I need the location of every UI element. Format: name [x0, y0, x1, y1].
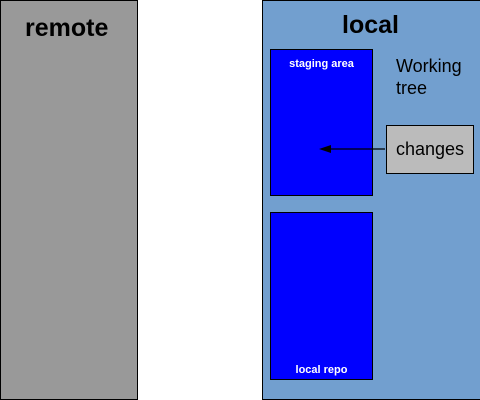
local-title: local — [342, 11, 399, 39]
changes-box: changes — [386, 125, 474, 174]
local-repo-label: local repo — [295, 364, 348, 376]
staging-area-box: staging area — [270, 49, 373, 196]
local-repo-box: local repo — [270, 212, 373, 380]
changes-label: changes — [395, 139, 465, 159]
remote-title: remote — [25, 14, 109, 42]
remote-panel: remote — [0, 0, 138, 400]
working-tree-label: Working tree — [396, 56, 462, 98]
local-panel: local staging area local repo Working tr… — [262, 0, 480, 400]
staging-area-label: staging area — [289, 58, 354, 70]
